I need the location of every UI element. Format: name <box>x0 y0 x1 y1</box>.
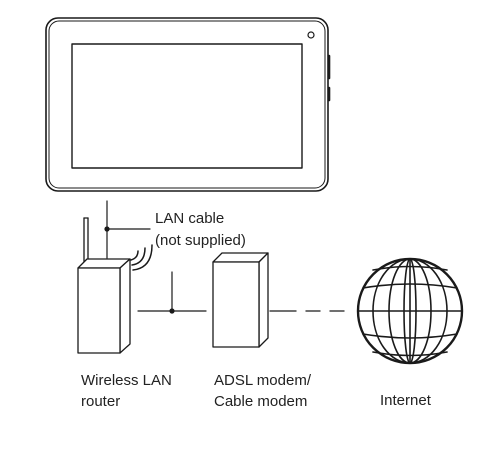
modem-label-line2: Cable modem <box>214 393 308 410</box>
lan-cable <box>104 200 151 259</box>
lan-cable-note: (not supplied) <box>155 232 246 249</box>
modem-label-line1: ADSL modem/ <box>214 372 311 389</box>
internet-label: Internet <box>380 392 431 409</box>
lan-cable-label: LAN cable <box>155 210 225 227</box>
router-label-line1: Wireless LAN <box>81 372 172 389</box>
wireless-router-icon <box>77 217 153 354</box>
junction-dot <box>169 308 175 314</box>
modem-icon <box>212 252 269 348</box>
router-modem-link <box>137 271 207 314</box>
wifi-signal-icon <box>130 244 153 271</box>
tablet-icon <box>45 17 331 192</box>
router-label-line2: router <box>81 393 121 410</box>
globe-icon <box>356 257 464 365</box>
camera-icon <box>307 31 315 39</box>
junction-dot <box>104 226 110 232</box>
